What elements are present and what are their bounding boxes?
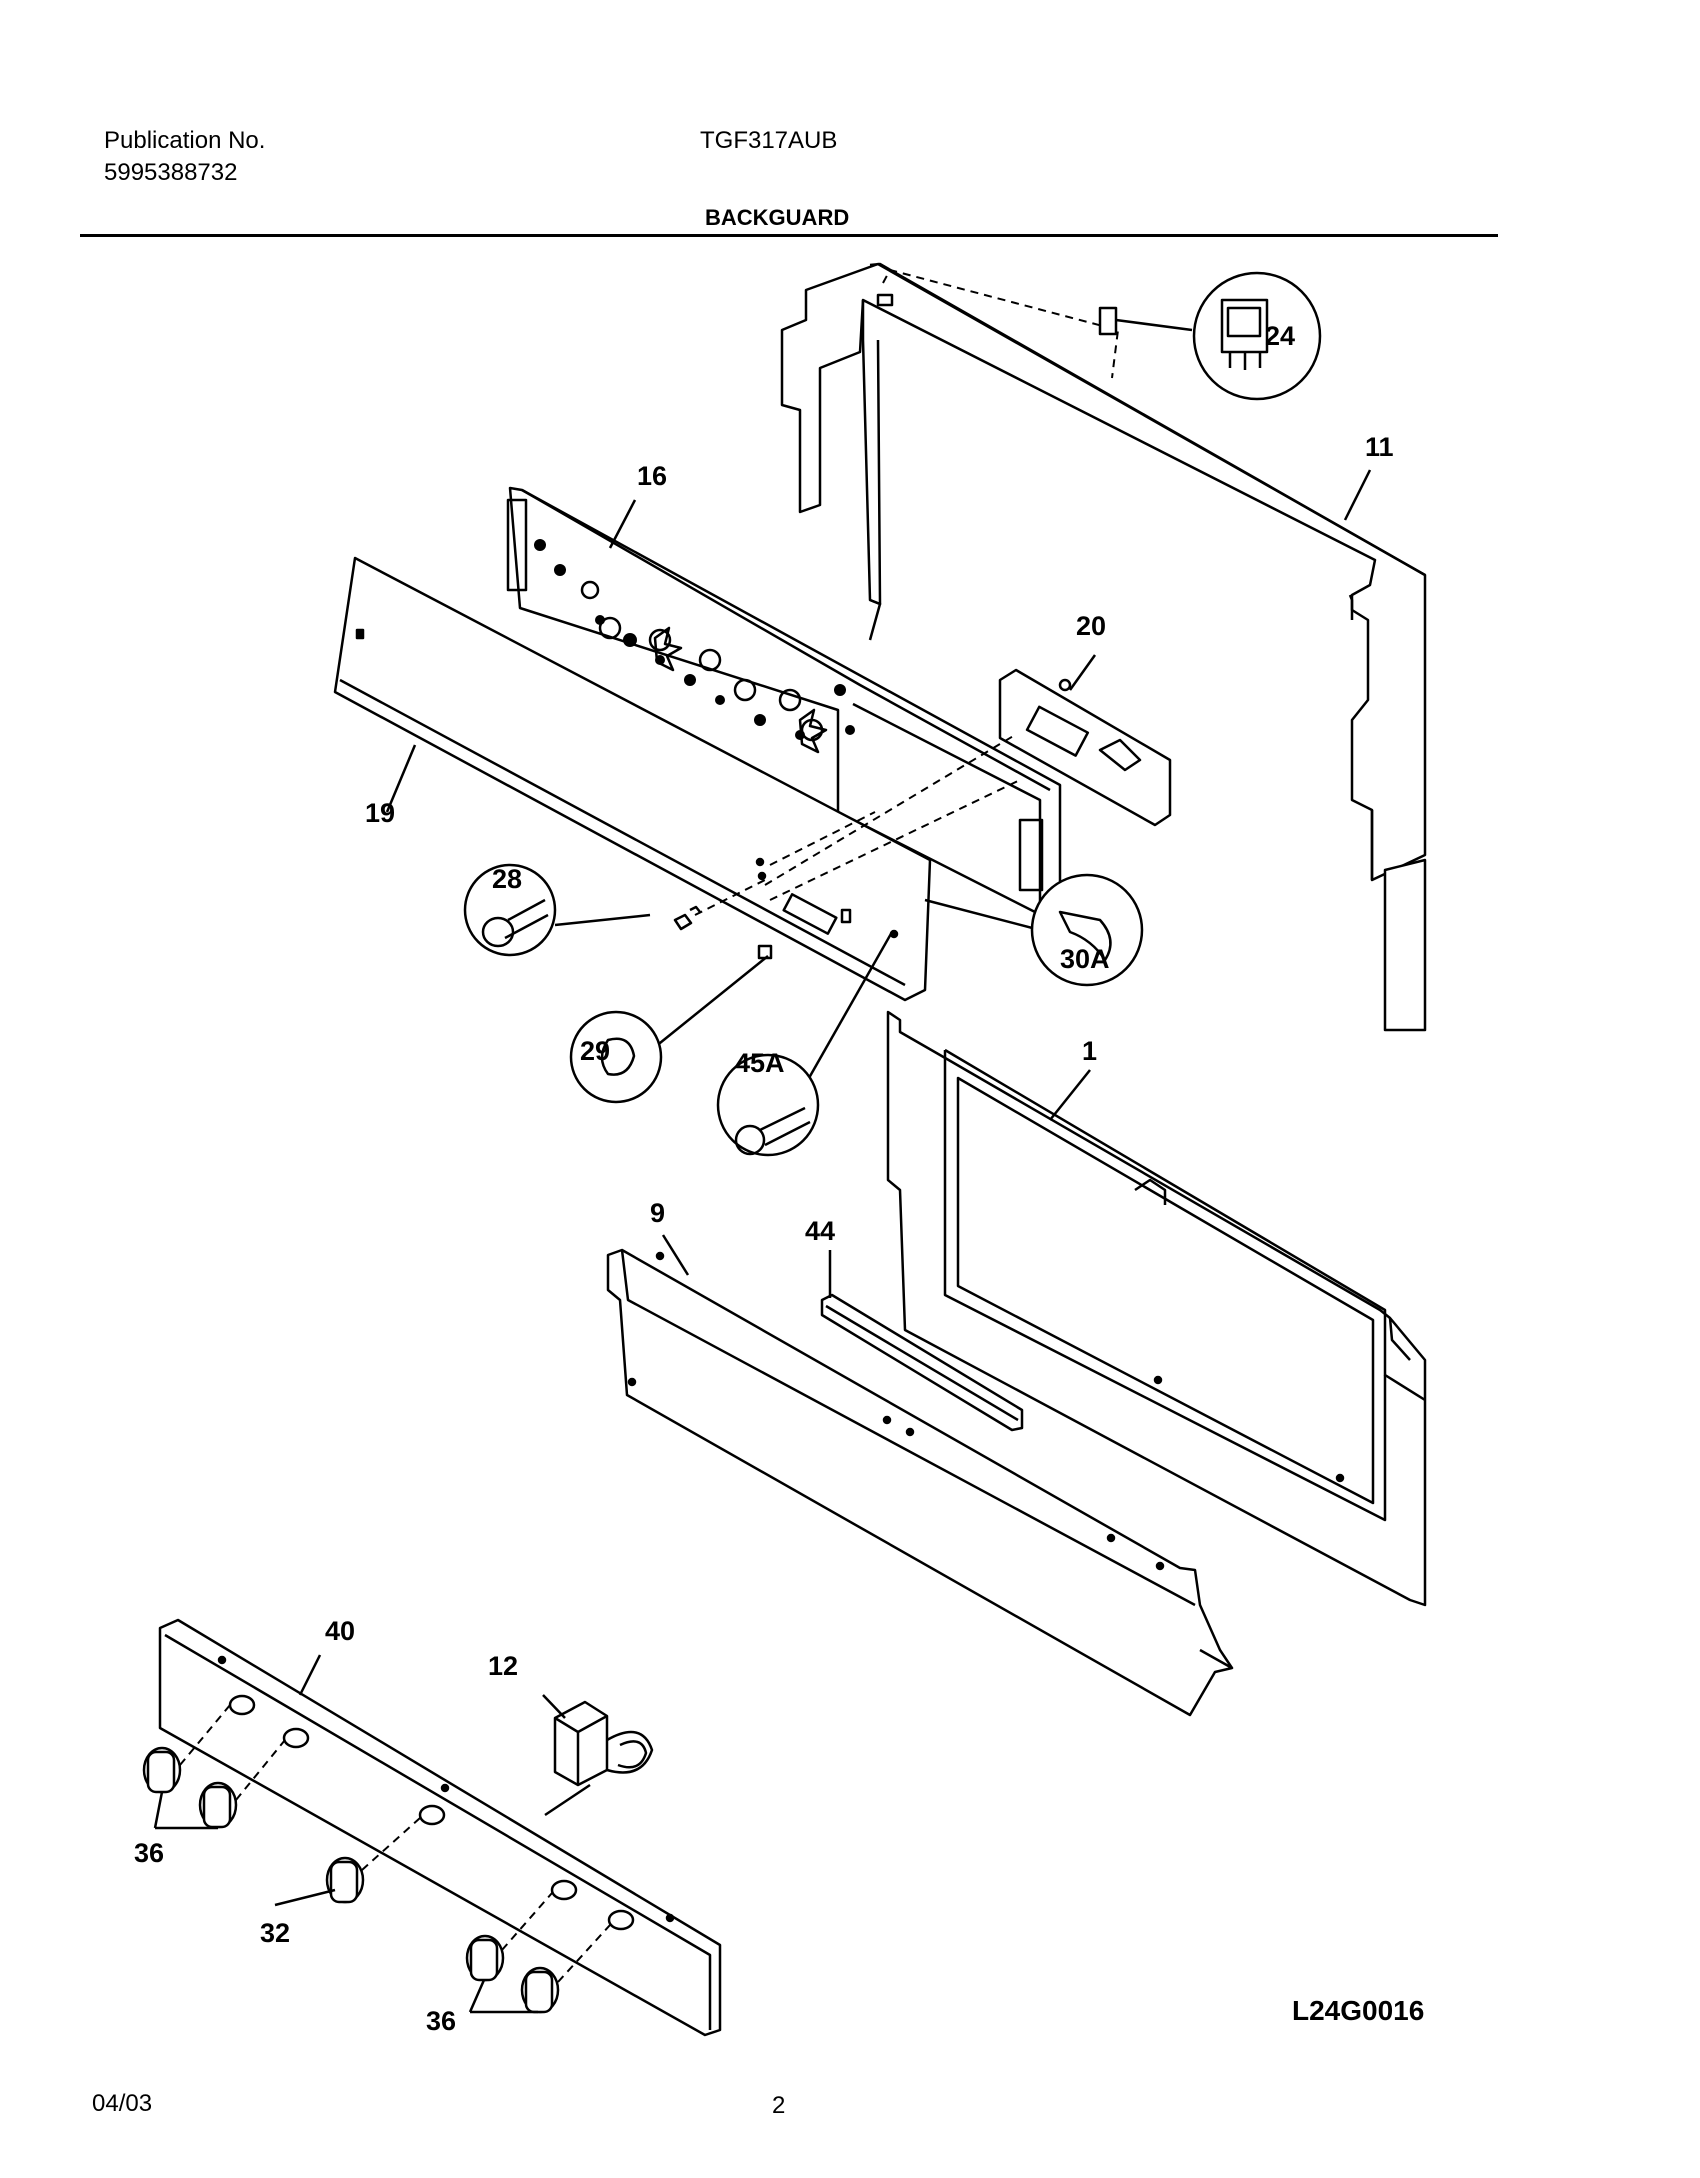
- callout-12: 12: [488, 1651, 518, 1681]
- knobs: [142, 1746, 560, 2014]
- part-11-backguard-shell: [780, 262, 1427, 1032]
- callout-30a: 30A: [1060, 944, 1110, 974]
- part-9-trim: [606, 1248, 1234, 1717]
- callout-11: 11: [1365, 432, 1394, 462]
- part-44-strip: [820, 1250, 1024, 1432]
- part-1-vent-panel: [886, 1010, 1427, 1607]
- page-number: 2: [772, 2092, 786, 2119]
- callout-32: 32: [260, 1918, 290, 1948]
- publication-label: Publication No.: [104, 127, 266, 154]
- publication-number: 5995388732: [104, 159, 238, 186]
- part-40-manifold-panel: [158, 1618, 722, 2037]
- dashed-assembly-line: [882, 269, 1119, 379]
- callout-36-lower: 36: [426, 2006, 456, 2036]
- knob-32: [325, 1856, 365, 1904]
- callout-28: 28: [492, 864, 522, 894]
- footer-date: 04/03: [92, 2090, 153, 2117]
- callout-1: 1: [1082, 1036, 1097, 1066]
- header-rule: [80, 234, 1498, 237]
- knob-36-d: [520, 1966, 560, 2014]
- callout-40: 40: [325, 1616, 355, 1646]
- callout-16: 16: [637, 461, 667, 491]
- section-title: BACKGUARD: [705, 205, 850, 230]
- knob-alignment-lines: [179, 1704, 611, 1983]
- callout-44: 44: [805, 1216, 835, 1246]
- diagram-code: L24G0016: [1292, 1995, 1425, 2026]
- callout-45a: 45A: [735, 1048, 785, 1078]
- callout-29: 29: [580, 1036, 610, 1066]
- callout-19: 19: [365, 798, 395, 828]
- model-number: TGF317AUB: [700, 127, 838, 154]
- callout-20: 20: [1076, 611, 1106, 641]
- part-19-control-panel: [333, 556, 932, 1002]
- part-30a-clip: [924, 873, 1144, 987]
- callout-leaders: [153, 469, 1372, 2014]
- knob-36-a: [142, 1746, 182, 1794]
- knob-36-b: [198, 1781, 238, 1829]
- part-24-switch: [1098, 271, 1322, 401]
- part-20-bracket: [998, 668, 1172, 827]
- dashed-alignment-lines: [694, 734, 1021, 916]
- part-45a-bolt: [716, 931, 894, 1157]
- callout-36-upper: 36: [134, 1838, 164, 1868]
- callout-24: 24: [1265, 321, 1295, 351]
- part-12-thermostat: [542, 1694, 654, 1817]
- callout-9: 9: [650, 1198, 665, 1228]
- knob-36-c: [465, 1934, 505, 1982]
- part-29-nut: [569, 944, 773, 1104]
- part-28-screw: [463, 857, 767, 957]
